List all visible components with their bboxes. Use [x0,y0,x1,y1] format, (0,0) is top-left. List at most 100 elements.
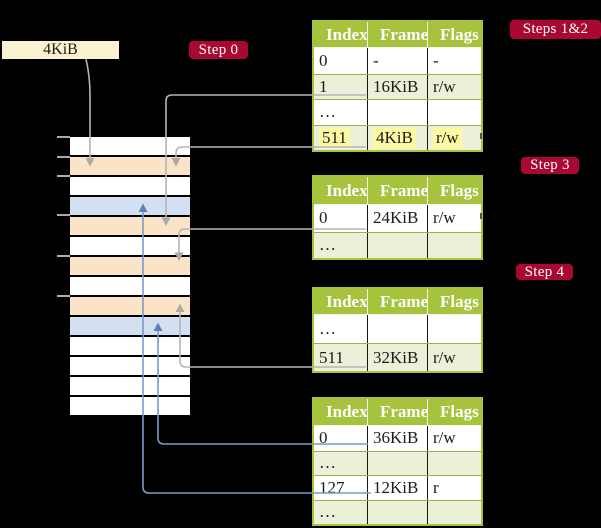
memory-frame-row-white [70,337,190,355]
table-cell [427,451,481,475]
table-row: 511 4KiB r/w [314,124,481,151]
header-cell-flags: Flags [427,177,481,204]
badge-step-3: Step 3 [521,157,579,174]
highlighted-value: 511 [319,127,350,148]
badge-step-4: Step 4 [516,264,573,280]
table-cell [427,500,481,524]
page-boundary-tick [57,255,70,257]
badge-label: Step 0 [198,41,239,58]
header-cell-index: Index [326,180,367,200]
header-cell-flags: Flags [427,289,481,314]
table-cell: 0 [319,208,328,228]
table-cell: 16KiB [367,74,427,99]
table-cell: … [319,502,336,522]
header-cell-frame: Frame [367,289,427,314]
table-cell: … [319,319,336,338]
memory-frame-row-blue [70,317,190,335]
page-size-label: 4KiB [43,41,78,58]
table-cell: r/w [427,205,481,232]
header-cell-flags: Flags [427,399,481,425]
physical-memory-column [70,137,190,415]
memory-frame-row-orange [70,157,190,175]
table-row: … [314,231,481,258]
table-cell: 24KiB [367,205,427,232]
memory-frame-row-white [70,377,190,395]
memory-frame-row-orange [70,257,190,275]
page-size-box: 4KiB [2,41,119,59]
badge-steps-1-2: Steps 1&2 [510,20,601,39]
table-cell: … [319,235,336,255]
table-row: … [314,499,481,524]
table-cell: 0 [319,50,328,70]
badge-label: Step 4 [524,263,565,280]
table-cell: 1 [319,76,328,96]
table-cell: 12KiB [367,476,427,500]
table-cell: - [427,48,481,74]
header-cell-frame: Frame [367,22,427,47]
badge-label: Steps 1&2 [522,21,589,37]
page-boundary-tick [57,214,70,216]
table-cell: r/w [427,125,481,150]
table-cell [367,315,427,343]
memory-frame-row-white [70,237,190,255]
table-cell [367,232,427,258]
page-boundary-tick [57,175,70,177]
table-cell: 4KiB [367,125,427,150]
table-cell: - [367,48,427,74]
table-cell [367,500,427,524]
table-cell: r [427,476,481,500]
header-cell-frame: Frame [367,399,427,425]
table-cell [427,232,481,258]
header-cell-index: Index [326,291,367,311]
table-cell: 511 [319,347,344,367]
table-cell: r/w [427,74,481,99]
highlighted-value: r/w [433,127,462,148]
memory-frame-row-white [70,277,190,295]
memory-frame-row-orange [70,217,190,235]
memory-frame-row-blue [70,197,190,215]
badge-label: Step 3 [530,157,570,173]
table-row: … [314,99,481,125]
header-cell-index: Index [326,24,367,44]
table-row: 0 -- [314,48,481,74]
table-cell [367,451,427,475]
table-cell: 36KiB [367,426,427,451]
memory-frame-row-white [70,137,190,155]
highlighted-value: 4KiB [373,127,416,148]
page-boundary-tick [57,136,70,138]
table-cell [367,100,427,125]
memory-frame-row-white [70,177,190,195]
badge-step-0: Step 0 [189,41,248,59]
header-cell-frame: Frame [367,177,427,204]
table-row: … [314,315,481,343]
table-cell: r/w [427,426,481,451]
table-row: … [314,450,481,475]
memory-frame-row-orange [70,297,190,315]
memory-frame-row-white [70,397,190,415]
table-cell: 127 [319,477,345,497]
page-boundary-tick [57,156,70,158]
table-cell: 511 [314,126,367,151]
table-cell [427,100,481,125]
header-cell-flags: Flags [427,22,481,47]
table-cell: r/w [427,344,481,371]
table-cell: 32KiB [367,344,427,371]
memory-frame-row-white [70,357,190,375]
table-cell: 0 [319,428,328,448]
page-boundary-tick [57,295,70,297]
header-cell-index: Index [326,402,367,421]
